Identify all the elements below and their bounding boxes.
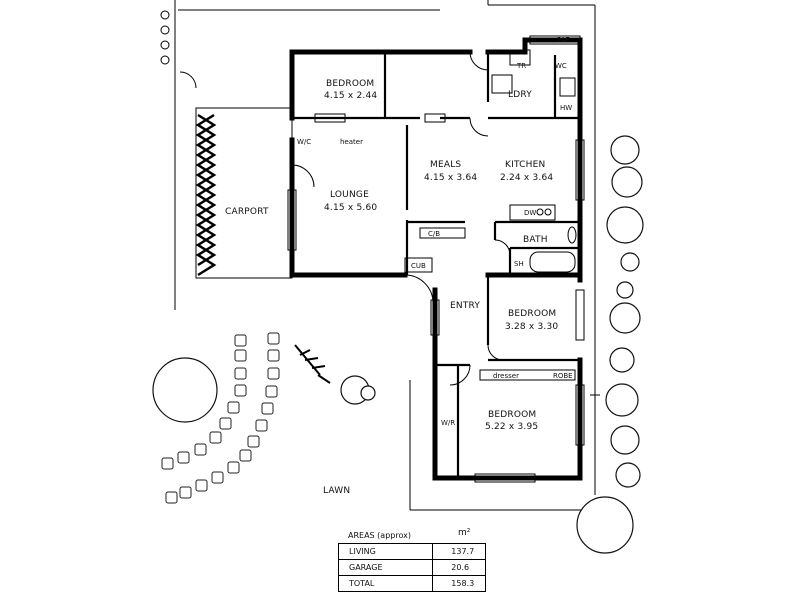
- paver: [239, 449, 252, 462]
- outer-walls: [289, 37, 583, 481]
- trough-label: TR: [516, 62, 526, 70]
- fence-posts: [160, 10, 170, 65]
- areas-header: AREAS (approx) m²: [338, 528, 486, 543]
- hw-label: HW: [560, 104, 572, 112]
- paver: [161, 457, 174, 470]
- paver: [265, 385, 278, 398]
- heater-label: heater: [340, 138, 363, 146]
- paver: [267, 349, 280, 362]
- meals-size: 4.15 x 3.64: [424, 173, 477, 183]
- robe-label: ROBE: [553, 372, 573, 380]
- meals-name: MEALS: [430, 160, 461, 170]
- area-value: 20.6: [433, 560, 486, 575]
- bath-label: BATH: [523, 235, 548, 245]
- bedroom3-name: BEDROOM: [488, 410, 536, 420]
- carport-label: CARPORT: [225, 207, 269, 217]
- paver: [234, 334, 247, 347]
- trees-right: [576, 135, 644, 554]
- lawn-label: LAWN: [323, 486, 350, 496]
- paver: [227, 461, 240, 474]
- lounge-size: 4.15 x 5.60: [324, 203, 377, 213]
- windows: [287, 35, 585, 483]
- area-row-living: LIVING 137.7: [339, 544, 486, 560]
- dw-label: DW: [524, 209, 536, 217]
- room-labels: BEDROOM 4.15 x 2.44 LDRY MEALS 4.15 x 3.…: [225, 79, 558, 496]
- paver: [194, 443, 207, 456]
- paver: [195, 479, 208, 492]
- paver: [165, 491, 178, 504]
- area-label: GARAGE: [339, 560, 434, 575]
- paver: [234, 384, 247, 397]
- areas-table: AREAS (approx) m² LIVING 137.7 GARAGE 20…: [338, 528, 486, 592]
- laundry-label: LDRY: [508, 90, 532, 100]
- cb-label: C/B: [428, 230, 440, 238]
- paver: [247, 435, 260, 448]
- paver: [227, 401, 240, 414]
- shrub-path: [294, 344, 331, 384]
- lounge-name: LOUNGE: [330, 190, 369, 200]
- paf-label: PAF: [557, 36, 570, 44]
- area-value: 158.3: [433, 576, 486, 591]
- sh-label: SH: [514, 260, 524, 268]
- wc-label: WC: [555, 62, 567, 70]
- paver: [255, 419, 268, 432]
- paver: [219, 417, 232, 430]
- bedroom2-size: 3.28 x 3.30: [505, 322, 558, 332]
- areas-grid: LIVING 137.7 GARAGE 20.6 TOTAL 158.3: [338, 543, 486, 592]
- bedroom2-name: BEDROOM: [508, 309, 556, 319]
- dresser-label: dresser: [493, 372, 519, 380]
- paver: [267, 332, 280, 345]
- areas-unit: m²: [458, 528, 471, 538]
- cub-label: CUB: [411, 262, 426, 270]
- areas-title: AREAS (approx): [348, 531, 411, 540]
- bedroom3-size: 5.22 x 3.95: [485, 422, 538, 432]
- paver: [234, 349, 247, 362]
- paver: [177, 451, 190, 464]
- bath-fixtures: [491, 74, 577, 273]
- paver: [234, 367, 247, 380]
- area-value: 137.7: [433, 544, 486, 559]
- kitchen-name: KITCHEN: [505, 160, 545, 170]
- paver: [267, 367, 280, 380]
- bedroom1-size: 4.15 x 2.44: [324, 91, 377, 101]
- paver: [179, 486, 192, 499]
- entry-label: ENTRY: [450, 301, 480, 311]
- paver: [211, 471, 224, 484]
- area-row-total: TOTAL 158.3: [339, 576, 486, 592]
- tree-left: [152, 357, 376, 423]
- carport: [179, 71, 293, 279]
- area-label: LIVING: [339, 544, 434, 559]
- door-swings: [291, 51, 511, 386]
- interior-walls: [292, 49, 580, 478]
- paver: [261, 402, 274, 415]
- site-boundary: [174, 0, 600, 511]
- garden-pavers: [161, 332, 280, 504]
- wc-lounge-label: W/C: [297, 138, 311, 146]
- paver: [209, 431, 222, 444]
- kitchen-size: 2.24 x 3.64: [500, 173, 553, 183]
- area-label: TOTAL: [339, 576, 434, 591]
- bedroom1-name: BEDROOM: [326, 79, 374, 89]
- area-row-garage: GARAGE 20.6: [339, 560, 486, 576]
- wir-label: W/R: [441, 419, 455, 427]
- fixture-labels: PAF WC TR HW heater W/C C/B DW SH CUB dr…: [297, 36, 573, 427]
